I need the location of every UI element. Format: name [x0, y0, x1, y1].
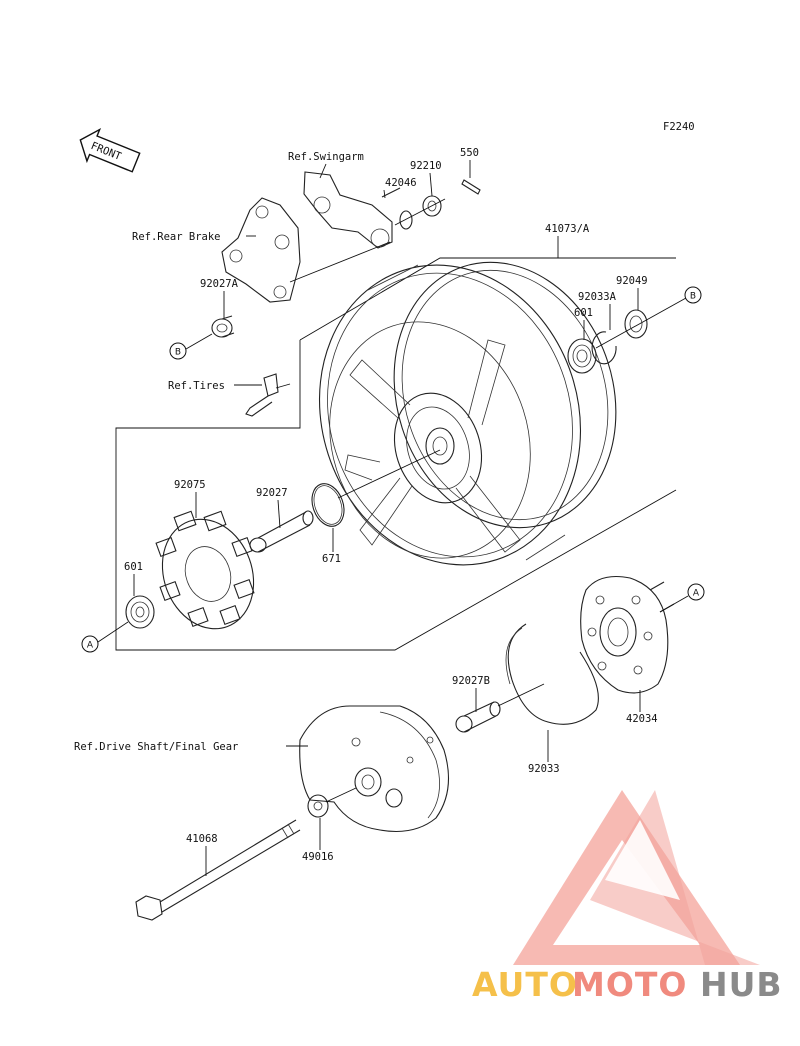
final-gear-case: [299, 705, 449, 833]
svg-text:A: A: [87, 641, 94, 651]
group-outline: [115, 257, 677, 651]
callout-b-right: B: [684, 286, 702, 304]
svg-text:B: B: [175, 348, 181, 358]
part-49016: 49016: [302, 851, 334, 863]
collar-92027b: [455, 683, 545, 733]
part-601-left: 601: [124, 561, 143, 573]
part-92210: 92210: [410, 160, 442, 172]
washer-49016: [307, 787, 357, 818]
ref-tires-label: Ref.Tires: [168, 380, 225, 392]
tire-valve: [245, 373, 291, 417]
watermark-moto: MOTO: [572, 965, 687, 1004]
watermark-text: AUTO MOTO HUB: [472, 965, 783, 1004]
part-601-top: 601: [574, 307, 593, 319]
front-arrow-icon: FRONT: [79, 127, 141, 173]
rear-wheel: [318, 261, 617, 566]
callout-b-left: B: [169, 342, 187, 360]
collar-92027: [249, 510, 314, 553]
callout-a-left: A: [81, 635, 99, 653]
ref-swingarm-label: Ref.Swingarm: [288, 151, 364, 163]
collar-92027a: [185, 315, 235, 350]
watermark-logo: [513, 790, 760, 965]
swingarm-bracket: [289, 171, 393, 283]
part-92027a: 92027A: [200, 278, 239, 290]
figure-code: F2240: [663, 121, 695, 133]
part-671: 671: [322, 553, 341, 565]
rear-brake-bracket: [221, 197, 301, 303]
part-92027b: 92027B: [452, 675, 490, 687]
coupling-damper: [155, 510, 255, 630]
part-42034: 42034: [626, 713, 658, 725]
part-92075: 92075: [174, 479, 206, 491]
part-550: 550: [460, 147, 479, 159]
watermark-hub: HUB: [700, 965, 783, 1004]
callout-a-right: A: [687, 583, 705, 601]
ref-rear-brake-label: Ref.Rear Brake: [132, 231, 221, 243]
left-bearing: [97, 595, 155, 643]
part-41068: 41068: [186, 833, 218, 845]
right-bearing-stack: [567, 297, 687, 374]
o-ring-671: [311, 449, 441, 527]
part-42046: 42046: [385, 177, 417, 189]
watermark-auto: AUTO: [472, 965, 578, 1004]
part-92033a: 92033A: [578, 291, 617, 303]
part-92049: 92049: [616, 275, 648, 287]
part-92027: 92027: [256, 487, 288, 499]
part-41073a: 41073/A: [545, 223, 590, 235]
snap-ring-92033: [505, 623, 599, 725]
part-92033: 92033: [528, 763, 560, 775]
svg-text:B: B: [690, 292, 696, 302]
axle-bolt-41068: [135, 819, 301, 921]
ref-drive-shaft-label: Ref.Drive Shaft/Final Gear: [74, 741, 238, 753]
svg-text:A: A: [693, 589, 700, 599]
final-drive-flange: [580, 575, 689, 694]
